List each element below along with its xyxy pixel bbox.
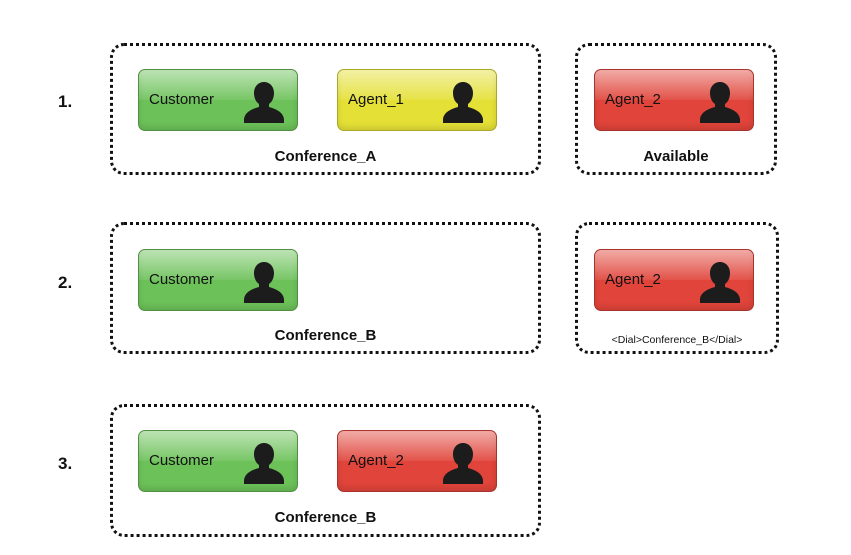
person-icon <box>443 82 483 123</box>
agent-2-label: Agent_2 <box>605 91 661 108</box>
step-number-1: 1. <box>58 92 73 111</box>
side-box-2: Agent_2 <Dial>Conference_B</Dial> <box>575 222 779 354</box>
status-label: Available <box>643 148 709 165</box>
conference-box-2: Customer Conference_B <box>110 222 541 354</box>
agent-2-tile[interactable]: Agent_2 <box>594 249 754 311</box>
side-box-1: Agent_2 Available <box>575 43 777 175</box>
customer-tile[interactable]: Customer <box>138 430 298 492</box>
step-number-2: 2. <box>58 273 73 292</box>
customer-label: Customer <box>149 91 215 108</box>
customer-tile[interactable]: Customer <box>138 249 298 311</box>
dial-label: <Dial>Conference_B</Dial> <box>611 334 743 346</box>
person-icon <box>700 82 740 123</box>
agent-2-tile[interactable]: Agent_2 <box>594 69 754 131</box>
person-icon <box>443 443 483 484</box>
conference-label: Conference_B <box>274 327 377 344</box>
agent-1-label: Agent_1 <box>348 91 404 108</box>
customer-tile[interactable]: Customer <box>138 69 298 131</box>
person-icon <box>244 82 284 123</box>
person-icon <box>244 262 284 303</box>
step-number-3: 3. <box>58 454 73 473</box>
conference-box-1: Customer Agent_1 Conference_A <box>110 43 541 175</box>
person-icon <box>244 443 284 484</box>
agent-1-tile[interactable]: Agent_1 <box>337 69 497 131</box>
agent-2-tile[interactable]: Agent_2 <box>337 430 497 492</box>
customer-label: Customer <box>149 271 215 288</box>
conference-label: Conference_A <box>274 148 377 165</box>
person-icon <box>700 262 740 303</box>
agent-2-label: Agent_2 <box>348 452 404 469</box>
conference-label: Conference_B <box>274 509 377 526</box>
agent-2-label: Agent_2 <box>605 271 661 288</box>
conference-box-3: Customer Agent_2 Conference_B <box>110 404 541 537</box>
customer-label: Customer <box>149 452 215 469</box>
